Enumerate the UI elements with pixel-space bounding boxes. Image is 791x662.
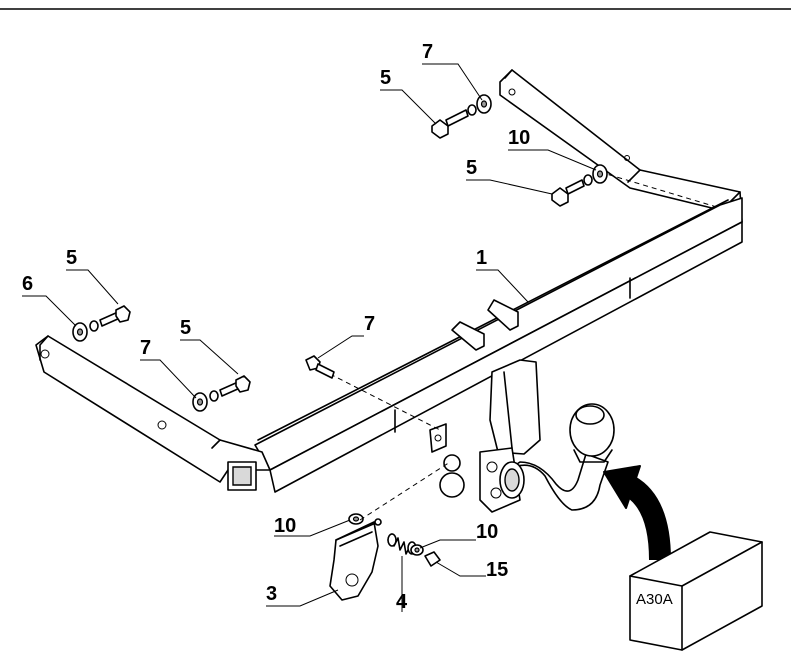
callout-5-left: 5 bbox=[66, 247, 77, 269]
callout-6: 7 bbox=[364, 313, 375, 335]
tow-ball-neck bbox=[499, 403, 615, 511]
callout-7-upper-right: 10 bbox=[508, 127, 530, 149]
leader-lines bbox=[22, 63, 597, 612]
package-box-label: A30A bbox=[636, 591, 673, 608]
callout-15: 15 bbox=[486, 559, 508, 581]
assembly-line-bolt-6 bbox=[329, 373, 441, 431]
callout-7-center-left: 7 bbox=[140, 337, 151, 359]
callout-1: 1 bbox=[476, 247, 487, 269]
assembly-line-socket bbox=[359, 461, 451, 521]
washer-part-10-right bbox=[410, 544, 424, 556]
washer-part-10-left bbox=[348, 513, 364, 525]
callout-5-center-left: 5 bbox=[180, 317, 191, 339]
bolt-set-top bbox=[431, 94, 492, 139]
callout-7-top: 7 bbox=[422, 41, 433, 63]
curved-arrow bbox=[603, 465, 671, 561]
assembly-line-top-right bbox=[599, 171, 721, 209]
bolt-part-15 bbox=[424, 551, 441, 567]
callout-5-upper-right: 5 bbox=[466, 157, 477, 179]
bolt-set-upper-right bbox=[551, 164, 608, 207]
callout-10-left: 10 bbox=[274, 515, 296, 537]
crossbar-part-1 bbox=[35, 69, 743, 513]
callout-5-top: 5 bbox=[380, 67, 391, 89]
callout-4: 4 bbox=[396, 591, 408, 613]
bolt-part-6 bbox=[305, 355, 335, 379]
bolt-set-center-left bbox=[192, 375, 251, 412]
bolt-set-left bbox=[72, 305, 131, 342]
callout-10-right: 10 bbox=[476, 521, 498, 543]
socket-plate-part-3 bbox=[329, 518, 382, 601]
callout-7-left: 6 bbox=[22, 273, 33, 295]
callout-3: 3 bbox=[266, 583, 277, 605]
package-box: A30A bbox=[629, 531, 763, 651]
